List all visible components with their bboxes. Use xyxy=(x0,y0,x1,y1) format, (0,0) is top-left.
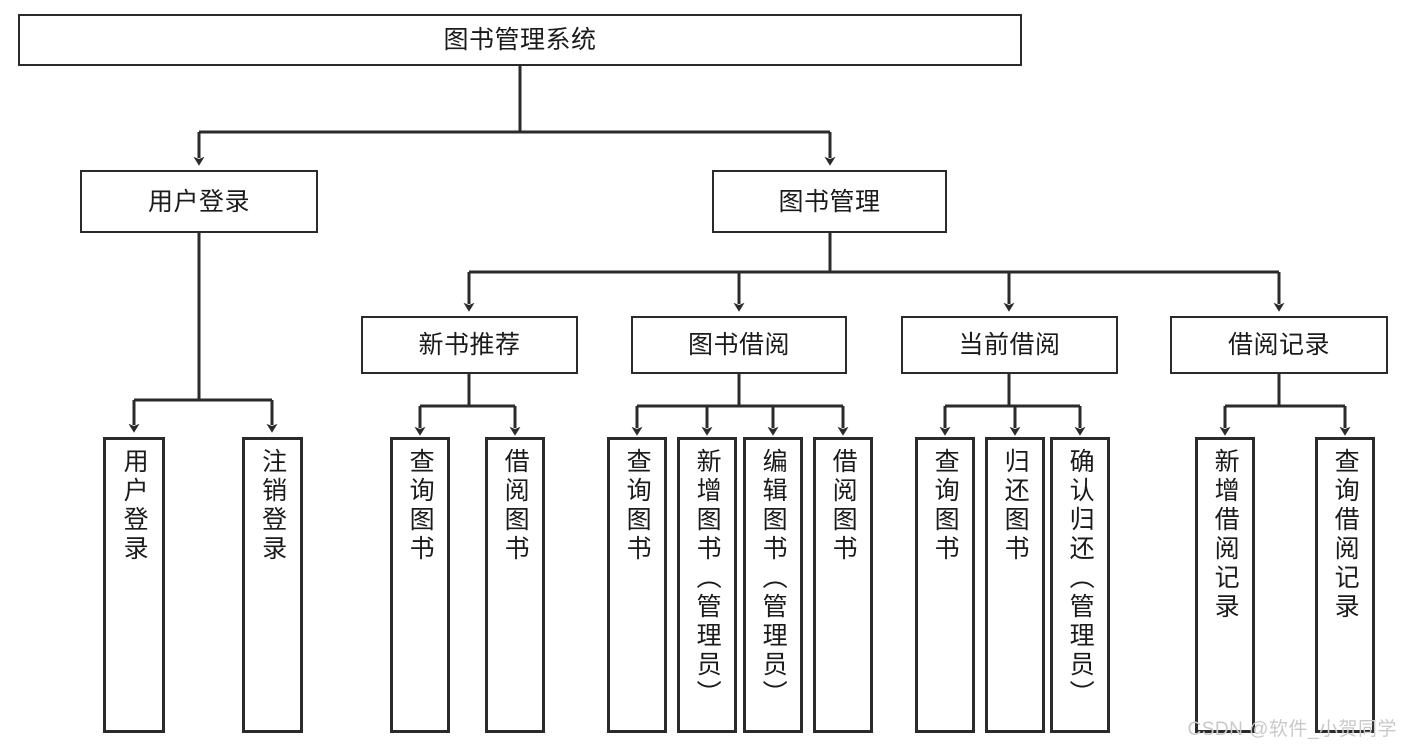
node-leaf-query-book-2[interactable]: 查询图书 xyxy=(607,437,667,733)
node-user-login[interactable]: 用户登录 xyxy=(80,170,318,233)
node-leaf-add-record[interactable]: 新增借阅记录 xyxy=(1195,437,1255,733)
node-leaf-borrow-book-2-label: 借阅图书 xyxy=(829,448,858,564)
node-leaf-user-login[interactable]: 用户登录 xyxy=(103,437,165,733)
node-book-manage-label: 图书管理 xyxy=(778,187,881,216)
node-leaf-add-book[interactable]: 新增图书（管理员） xyxy=(677,437,737,733)
node-leaf-borrow-book-1[interactable]: 借阅图书 xyxy=(485,437,545,733)
node-leaf-query-book-2-label: 查询图书 xyxy=(623,448,652,564)
node-current-borrow-label: 当前借阅 xyxy=(958,331,1061,359)
node-new-book-rec-label: 新书推荐 xyxy=(418,331,521,359)
node-user-login-label: 用户登录 xyxy=(147,187,250,216)
node-leaf-borrow-book-1-label: 借阅图书 xyxy=(501,448,530,564)
node-leaf-confirm-return-label: 确认归还（管理员） xyxy=(1066,448,1095,709)
node-book-borrow[interactable]: 图书借阅 xyxy=(631,316,847,374)
node-leaf-query-book-3[interactable]: 查询图书 xyxy=(915,437,975,733)
node-leaf-borrow-book-2[interactable]: 借阅图书 xyxy=(813,437,873,733)
node-leaf-query-book-1-label: 查询图书 xyxy=(406,448,435,564)
node-book-manage[interactable]: 图书管理 xyxy=(712,170,947,233)
node-borrow-record[interactable]: 借阅记录 xyxy=(1170,316,1388,374)
node-book-borrow-label: 图书借阅 xyxy=(687,331,790,359)
node-leaf-add-book-label: 新增图书（管理员） xyxy=(693,448,722,709)
node-leaf-return-book[interactable]: 归还图书 xyxy=(985,437,1045,733)
node-leaf-return-book-label: 归还图书 xyxy=(1001,448,1030,564)
node-leaf-query-record-label: 查询借阅记录 xyxy=(1331,448,1360,622)
node-leaf-query-book-1[interactable]: 查询图书 xyxy=(390,437,450,733)
node-leaf-user-logout-label: 注销登录 xyxy=(258,448,287,564)
node-leaf-query-record[interactable]: 查询借阅记录 xyxy=(1315,437,1375,733)
node-leaf-add-record-label: 新增借阅记录 xyxy=(1211,448,1240,622)
node-leaf-user-logout[interactable]: 注销登录 xyxy=(242,437,303,733)
node-borrow-record-label: 借阅记录 xyxy=(1227,331,1330,359)
node-new-book-rec[interactable]: 新书推荐 xyxy=(361,316,578,374)
node-leaf-confirm-return[interactable]: 确认归还（管理员） xyxy=(1050,437,1110,733)
node-root-label: 图书管理系统 xyxy=(443,26,597,54)
node-leaf-query-book-3-label: 查询图书 xyxy=(931,448,960,564)
node-leaf-edit-book[interactable]: 编辑图书（管理员） xyxy=(743,437,803,733)
node-current-borrow[interactable]: 当前借阅 xyxy=(901,316,1118,374)
node-root[interactable]: 图书管理系统 xyxy=(18,14,1022,66)
node-leaf-edit-book-label: 编辑图书（管理员） xyxy=(759,448,788,709)
node-leaf-user-login-label: 用户登录 xyxy=(120,448,149,564)
